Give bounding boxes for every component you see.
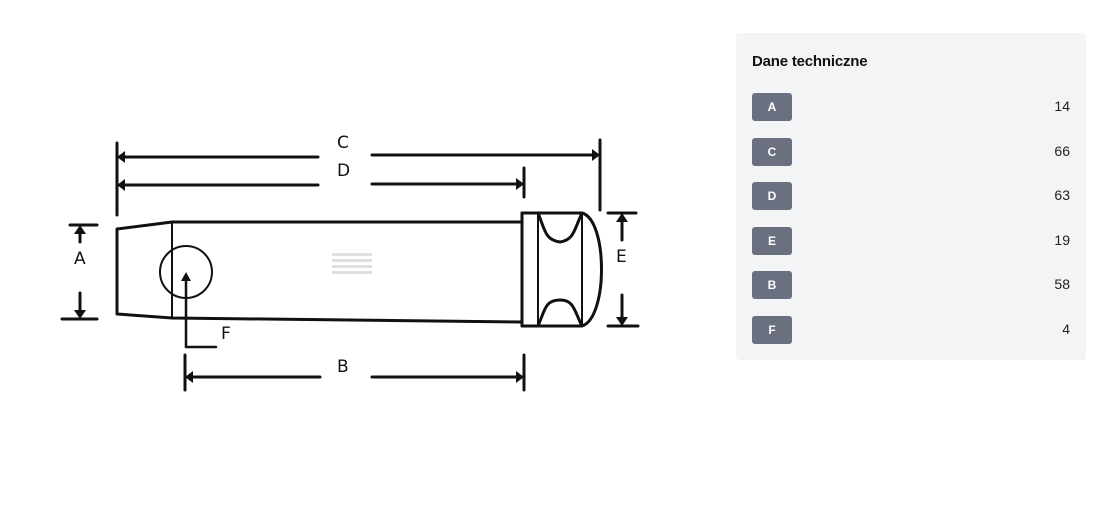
label-A: A	[74, 249, 86, 269]
pin-body-outline	[115, 220, 524, 324]
spec-label-badge: C	[752, 137, 792, 166]
label-E: E	[616, 247, 627, 267]
label-D: D	[337, 161, 350, 181]
label-F: F	[221, 324, 231, 344]
spec-row-A: A 14	[752, 93, 1070, 121]
product-drawing: C D A E F B	[60, 133, 640, 392]
spec-value: 66	[1054, 142, 1070, 159]
spec-value: 58	[1054, 276, 1070, 292]
technical-data-title: Dane techniczne	[752, 53, 868, 70]
spec-row-C: C 66	[752, 137, 1070, 166]
spec-value: 63	[1054, 187, 1070, 203]
technical-data-list: A 14 C 66 D 63 E 19 B 58 F 4	[752, 93, 1070, 360]
label-C: C	[337, 133, 349, 153]
spec-value: 14	[1054, 98, 1070, 114]
spec-label-badge: A	[752, 93, 792, 121]
spec-label-badge: B	[752, 271, 792, 299]
technical-data-panel: Dane techniczne A 14 C 66 D 63 E 19 B 58…	[736, 33, 1086, 360]
spec-row-D: D 63	[752, 182, 1070, 210]
spec-row-F: F 4	[752, 315, 1070, 344]
watermark-logo	[332, 253, 372, 274]
spec-value: 4	[1062, 320, 1070, 337]
spec-value: 19	[1054, 231, 1070, 248]
pin-head-groove	[520, 211, 584, 244]
spec-row-B: B 58	[752, 271, 1070, 299]
spec-label-badge: F	[752, 315, 792, 344]
pin-head-groove-bottom	[520, 298, 584, 328]
spec-label-badge: E	[752, 226, 792, 255]
pin-technical-drawing: C D A E F B	[60, 133, 640, 392]
label-B: B	[337, 357, 349, 377]
spec-label-badge: D	[752, 182, 792, 210]
spec-row-E: E 19	[752, 226, 1070, 255]
pin-head-dome	[580, 211, 603, 328]
